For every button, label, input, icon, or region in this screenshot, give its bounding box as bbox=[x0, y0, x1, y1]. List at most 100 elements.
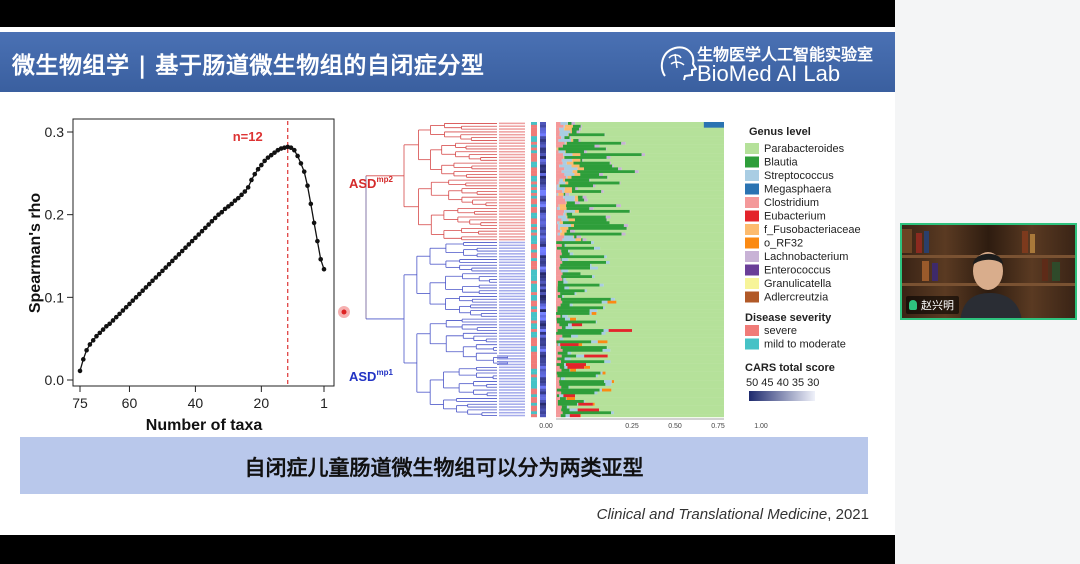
participant-video-tile[interactable]: 赵兴明 bbox=[900, 223, 1077, 320]
bar-segment bbox=[556, 317, 557, 321]
cars-cell bbox=[540, 374, 546, 378]
bar-segment bbox=[556, 192, 559, 196]
bar-segment bbox=[556, 170, 562, 174]
data-point bbox=[97, 330, 103, 336]
legend-genus-label: Streptococcus bbox=[764, 170, 834, 182]
bar-segment bbox=[556, 272, 563, 276]
bar-segment bbox=[574, 229, 724, 233]
bar-segment bbox=[577, 195, 583, 199]
sample-label bbox=[499, 304, 525, 306]
cars-cell bbox=[540, 391, 546, 395]
bar-segment bbox=[607, 354, 724, 358]
bar-segment bbox=[556, 340, 592, 344]
bar-segment bbox=[580, 272, 724, 276]
sample-label bbox=[499, 139, 525, 142]
bar-segment bbox=[556, 130, 560, 134]
bar-segment bbox=[560, 346, 607, 350]
bar-segment bbox=[572, 124, 581, 128]
y-tick-label: 0.0 bbox=[45, 372, 65, 388]
severity-cell bbox=[531, 297, 537, 301]
data-point bbox=[189, 238, 195, 244]
bar-segment bbox=[605, 371, 724, 375]
bar-segment bbox=[611, 388, 724, 392]
bar-segment bbox=[563, 156, 565, 160]
bar-segment bbox=[569, 252, 574, 256]
data-point bbox=[209, 218, 215, 224]
severity-cell bbox=[531, 391, 537, 395]
severity-cell bbox=[531, 255, 537, 259]
bar-segment bbox=[634, 170, 639, 174]
sample-label bbox=[499, 323, 525, 326]
bar-segment bbox=[569, 414, 581, 418]
severity-cell bbox=[531, 209, 537, 213]
bar-segment bbox=[556, 229, 561, 233]
cars-cell bbox=[540, 354, 546, 358]
sample-label bbox=[499, 338, 525, 340]
severity-cell bbox=[531, 235, 537, 239]
bar-segment bbox=[618, 167, 622, 171]
bar-segment bbox=[606, 260, 610, 265]
bar-segment bbox=[556, 275, 562, 279]
bar-segment bbox=[564, 377, 724, 381]
cars-cell bbox=[540, 241, 546, 245]
bar-segment bbox=[556, 221, 558, 225]
bar-segment bbox=[562, 300, 602, 304]
severity-cell bbox=[531, 292, 537, 296]
cars-cell bbox=[540, 232, 546, 236]
bar-segment bbox=[562, 238, 576, 242]
participant-name: 赵兴明 bbox=[921, 299, 954, 312]
data-point bbox=[183, 245, 188, 251]
bar-segment bbox=[574, 292, 577, 296]
sample-label bbox=[499, 358, 525, 360]
severity-cell bbox=[531, 229, 537, 233]
data-point bbox=[239, 192, 244, 198]
bar-segment bbox=[556, 402, 558, 406]
bar-segment bbox=[567, 314, 724, 318]
citation-year: , 2021 bbox=[827, 506, 869, 523]
bar-tick-label: 0.50 bbox=[668, 423, 682, 430]
cluster-label-bottom: ASDmp1 bbox=[349, 368, 393, 384]
data-point bbox=[90, 338, 96, 343]
legend-swatch bbox=[745, 224, 759, 235]
data-point bbox=[199, 228, 205, 234]
sample-label bbox=[499, 142, 525, 144]
bar-segment bbox=[581, 127, 724, 131]
bar-segment bbox=[569, 385, 724, 389]
legend-genus-label: f_Fusobacteriaceae bbox=[764, 224, 861, 236]
sample-label bbox=[499, 309, 525, 312]
cars-cell bbox=[540, 198, 546, 202]
data-point bbox=[120, 308, 126, 313]
data-point bbox=[288, 145, 294, 151]
bar-segment bbox=[566, 243, 724, 248]
bar-segment bbox=[566, 215, 568, 219]
data-point bbox=[107, 321, 112, 327]
bar-segment bbox=[568, 181, 620, 185]
bar-segment bbox=[572, 158, 581, 162]
severity-cell bbox=[531, 246, 537, 250]
logo-english-name: BioMed AI Lab bbox=[697, 61, 841, 86]
severity-cell bbox=[531, 241, 537, 245]
data-point bbox=[255, 166, 261, 172]
bar-segment bbox=[606, 147, 724, 151]
data-point bbox=[202, 225, 208, 231]
bar-segment bbox=[623, 224, 629, 228]
severity-cell bbox=[531, 331, 537, 335]
bar-segment bbox=[582, 195, 587, 199]
bar-segment bbox=[580, 139, 724, 143]
bar-segment bbox=[603, 329, 609, 333]
cars-cell bbox=[540, 303, 546, 307]
data-point bbox=[160, 268, 165, 274]
bar-segment bbox=[556, 351, 558, 355]
bar-segment bbox=[575, 238, 582, 242]
data-point bbox=[268, 152, 274, 158]
bar-segment bbox=[586, 238, 724, 242]
legend-genus-label: Adlercreutzia bbox=[764, 292, 829, 304]
bar-segment bbox=[563, 192, 566, 196]
logo-chinese-name: 生物医学人工智能实验室 bbox=[697, 45, 874, 64]
data-point bbox=[166, 261, 172, 267]
cars-cell bbox=[540, 252, 546, 256]
bar-segment bbox=[590, 365, 724, 369]
severity-cell bbox=[531, 382, 537, 386]
cars-cell bbox=[540, 405, 546, 409]
sample-label bbox=[499, 306, 525, 309]
